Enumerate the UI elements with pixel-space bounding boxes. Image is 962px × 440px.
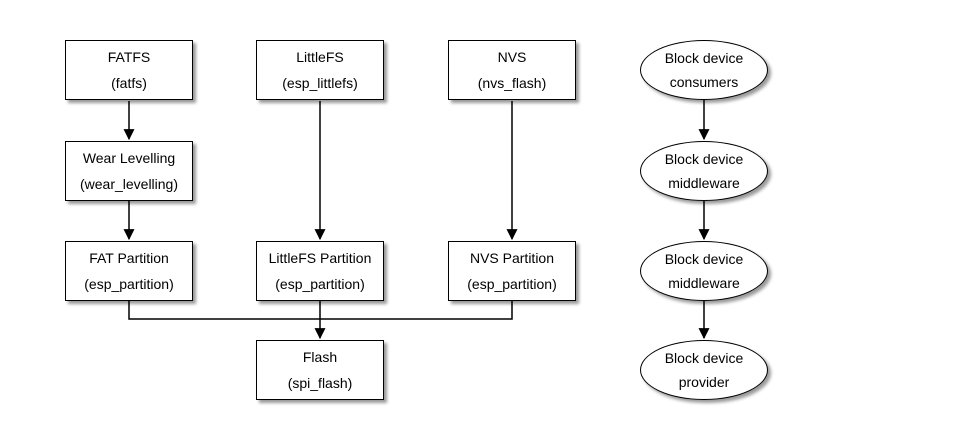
node-subtitle: (nvs_flash)	[477, 75, 547, 91]
node-fatfs: FATFS (fatfs)	[65, 40, 193, 100]
layer-label-line2: consumers	[669, 74, 739, 90]
layer-label-line2: provider	[678, 374, 730, 390]
node-nvs-partition: NVS Partition (esp_partition)	[448, 241, 576, 301]
node-title: Wear Levelling	[82, 150, 176, 166]
node-title: LittleFS Partition	[268, 250, 372, 266]
node-subtitle: (esp_partition)	[84, 276, 174, 292]
layer-block-device-middleware-bottom: Block device middleware	[640, 241, 768, 301]
node-subtitle: (wear_levelling)	[79, 176, 179, 192]
node-title: FAT Partition	[89, 250, 169, 266]
node-subtitle: (spi_flash)	[287, 375, 353, 391]
node-littlefs: LittleFS (esp_littlefs)	[256, 40, 384, 100]
node-subtitle: (esp_partition)	[275, 276, 365, 292]
layer-label-line1: Block device	[664, 350, 744, 366]
layer-label-line1: Block device	[664, 50, 744, 66]
layer-label-line2: middleware	[668, 175, 740, 191]
node-subtitle: (esp_littlefs)	[282, 75, 358, 91]
node-title: Flash	[302, 349, 338, 365]
layer-label-line2: middleware	[668, 275, 740, 291]
node-flash: Flash (spi_flash)	[256, 340, 384, 400]
layer-block-device-consumers: Block device consumers	[640, 40, 768, 100]
layer-label-line1: Block device	[664, 251, 744, 267]
layer-block-device-middleware-top: Block device middleware	[640, 141, 768, 201]
node-nvs: NVS (nvs_flash)	[448, 40, 576, 100]
node-subtitle: (fatfs)	[111, 75, 147, 91]
node-title: LittleFS	[296, 49, 344, 65]
layer-block-device-provider: Block device provider	[640, 340, 768, 400]
node-fat-partition: FAT Partition (esp_partition)	[65, 241, 193, 301]
node-title: NVS	[497, 49, 527, 65]
node-subtitle: (esp_partition)	[467, 276, 557, 292]
node-title: FATFS	[107, 49, 151, 65]
layer-label-line1: Block device	[664, 151, 744, 167]
node-littlefs-partition: LittleFS Partition (esp_partition)	[256, 241, 384, 301]
node-title: NVS Partition	[469, 250, 555, 266]
node-wear-levelling: Wear Levelling (wear_levelling)	[65, 141, 193, 201]
